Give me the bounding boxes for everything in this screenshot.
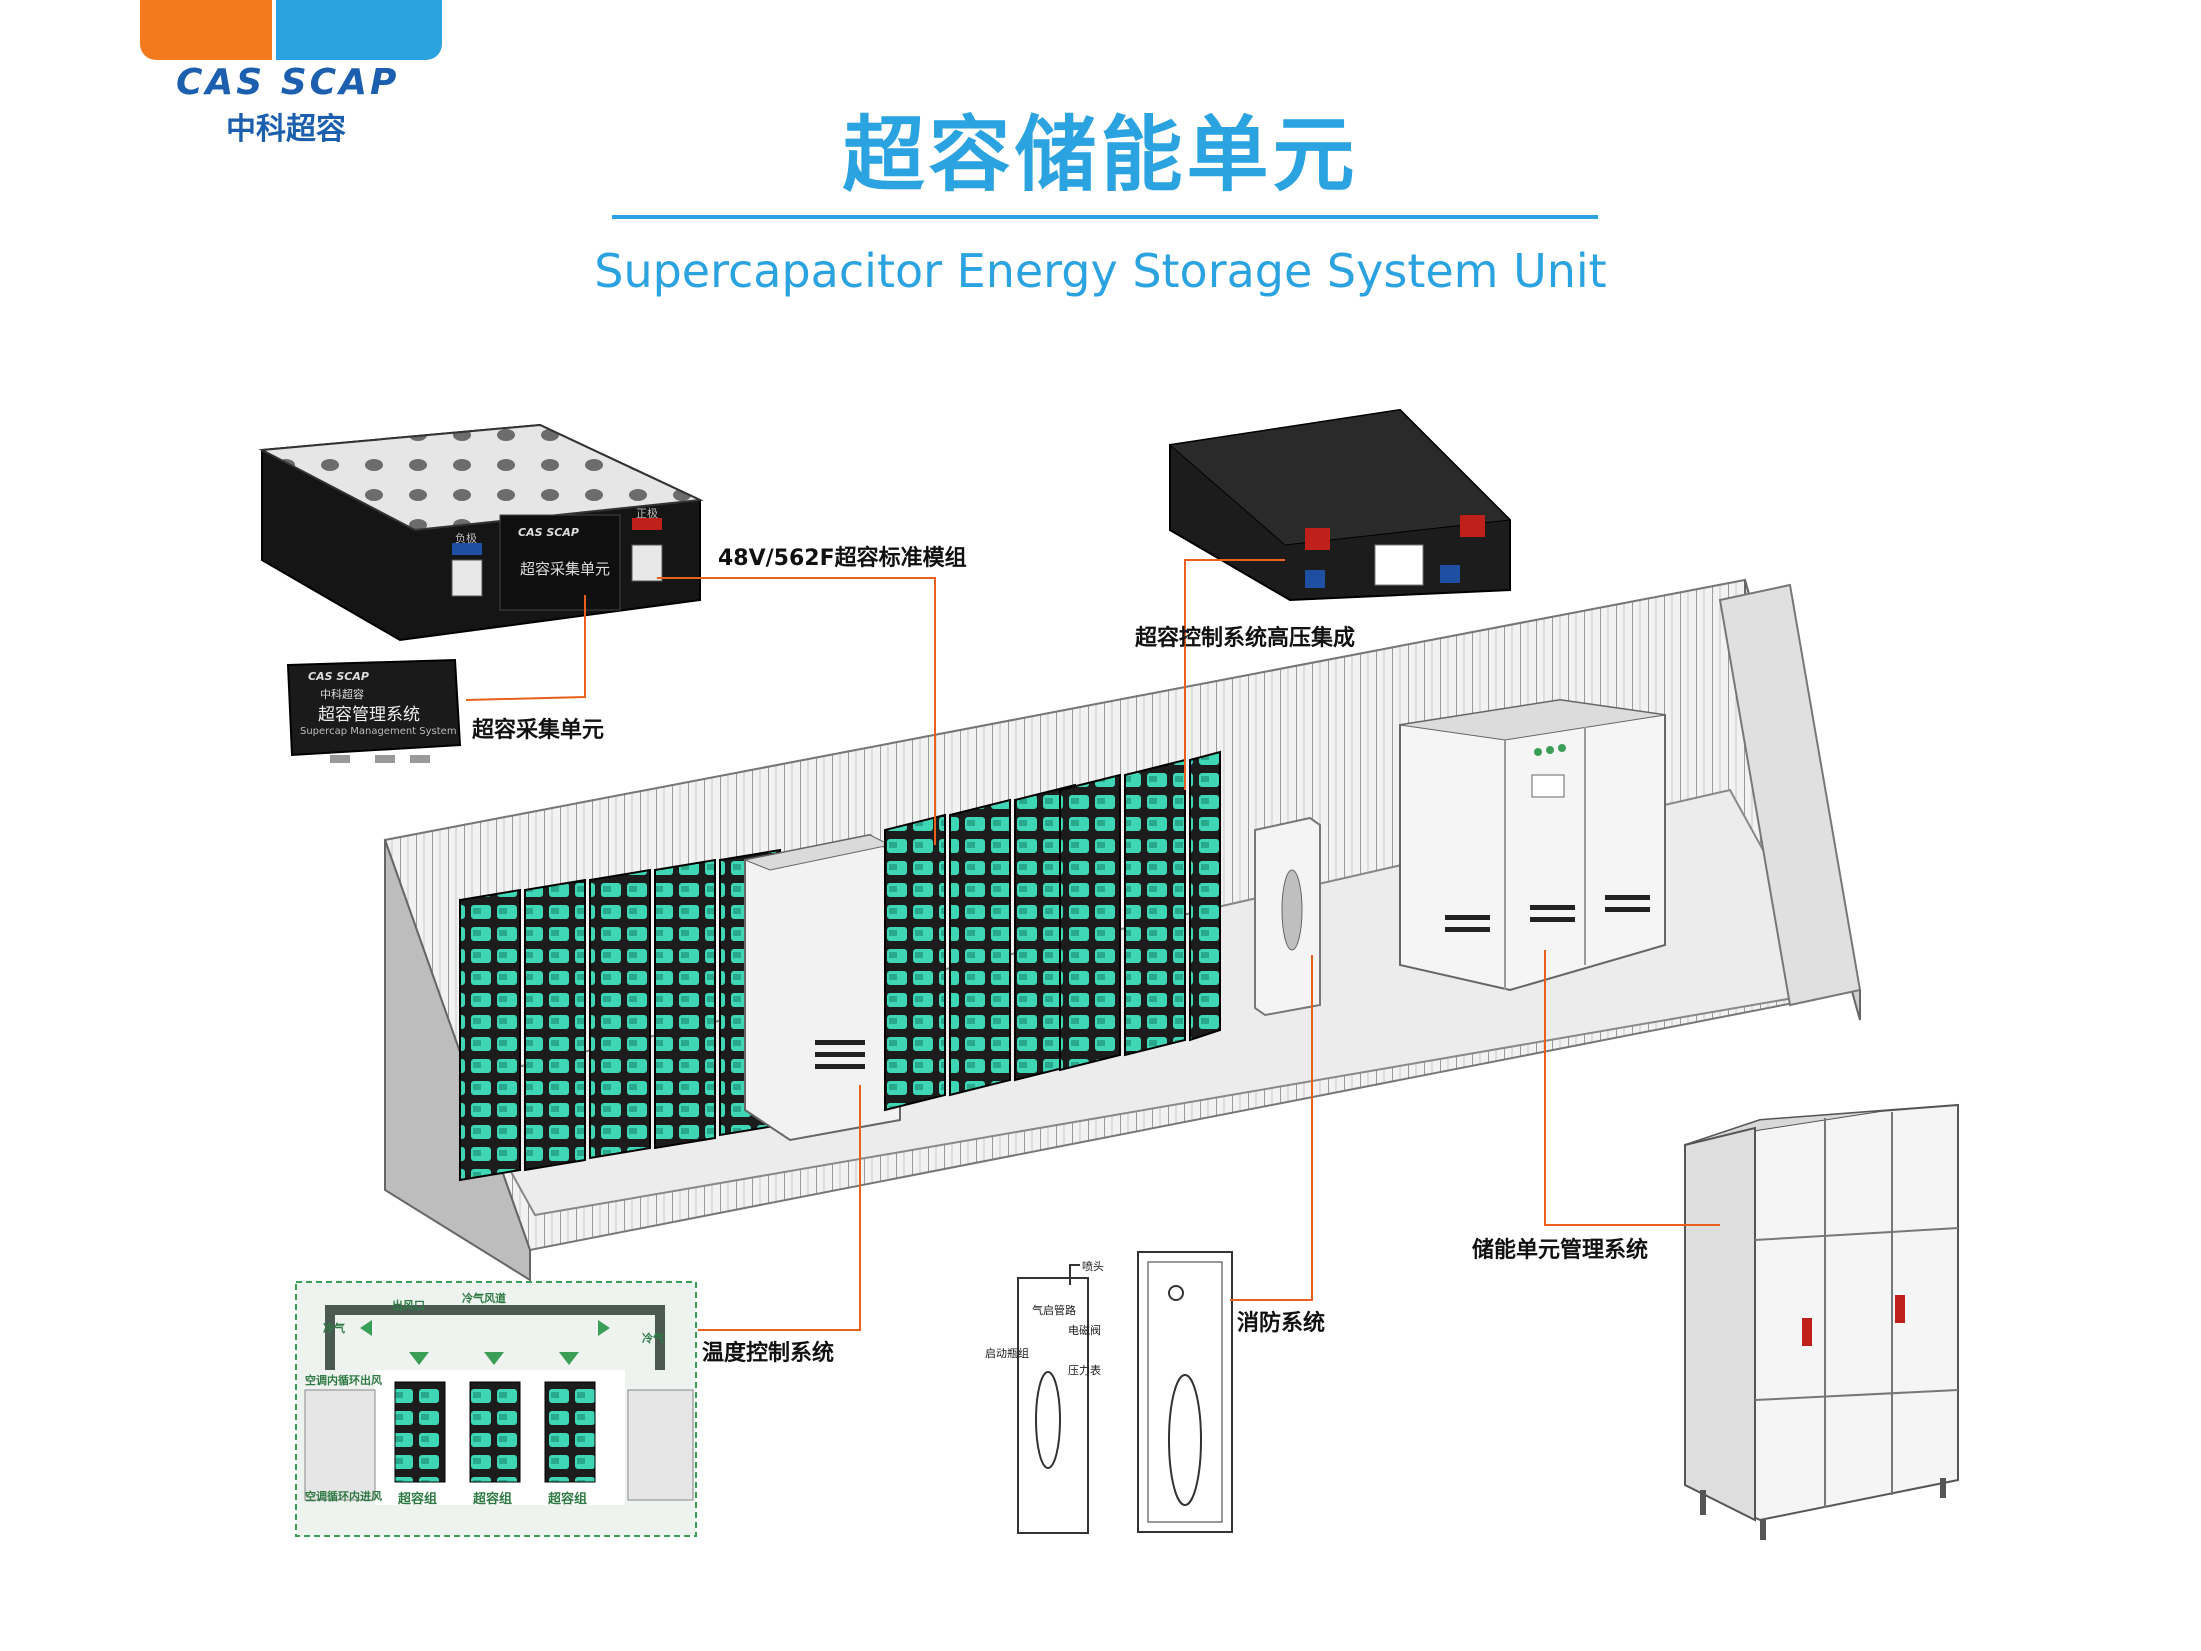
temp-group-2: 超容组 (473, 1492, 513, 1507)
temperature-inset (295, 1281, 697, 1537)
supercap-module-device (258, 423, 704, 642)
label-acquisition: 超容采集单元 (472, 718, 605, 743)
temp-ac-in: 空调循环内进风 (305, 1490, 382, 1503)
temp-outlet: 出风口 (392, 1299, 425, 1312)
module-tag-positive: 正极 (636, 507, 658, 520)
temp-ac-out: 空调内循环出风 (305, 1374, 382, 1387)
fire-inset (1017, 1251, 1233, 1534)
temp-group-1: 超容组 (398, 1492, 438, 1507)
bms-name-en: Supercap Management System (300, 726, 457, 737)
temp-group-3: 超容组 (548, 1492, 588, 1507)
bms-logo: CAS SCAP (308, 670, 369, 683)
temp-cold-right: 冷气 (642, 1332, 664, 1345)
supercap-racks-center (884, 750, 1221, 1112)
bms-name: 超容管理系统 (318, 705, 420, 725)
fire-start: 启动瓶组 (985, 1347, 1029, 1360)
leader-lines (465, 559, 1720, 1331)
bms-device (286, 658, 462, 763)
fire-pressure: 压力表 (1068, 1364, 1101, 1377)
temp-cold-left: 冷气 (323, 1322, 345, 1335)
brand-bar-orange (140, 0, 272, 60)
fire-nozzle: 喷头 (1082, 1260, 1104, 1273)
fire-signal: 电磁阀 (1068, 1324, 1101, 1337)
page-title: 超容储能单元 (842, 108, 1359, 203)
title-divider (612, 215, 1598, 219)
module-logo: CAS SCAP (518, 526, 579, 539)
module-tag-negative: 负极 (455, 532, 477, 545)
fire-valve: 气启管路 (1032, 1304, 1076, 1317)
label-temperature: 温度控制系统 (702, 1341, 835, 1366)
label-management: 储能单元管理系统 (1472, 1238, 1649, 1263)
brand-logo-text: CAS SCAP (176, 62, 400, 103)
bms-sub: 中科超容 (320, 688, 364, 701)
brand-name: 中科超容 (226, 112, 346, 147)
management-cabinet-device (1684, 1103, 1959, 1540)
hvac-cabinet (743, 833, 901, 1142)
fire-cabinet (1254, 816, 1321, 1017)
supercap-racks-left (459, 848, 781, 1182)
label-control-hv: 超容控制系统高压集成 (1135, 626, 1356, 651)
module-panel-text: 超容采集单元 (520, 560, 611, 578)
label-fire: 消防系统 (1237, 1311, 1326, 1336)
management-cabinets (1399, 698, 1666, 992)
brand-bar-blue (276, 0, 442, 60)
temp-duct: 冷气风道 (462, 1292, 506, 1305)
control-system-device (1168, 408, 1512, 602)
page-subtitle: Supercapacitor Energy Storage System Uni… (594, 244, 1607, 298)
label-module: 48V/562F超容标准模组 (718, 546, 967, 571)
